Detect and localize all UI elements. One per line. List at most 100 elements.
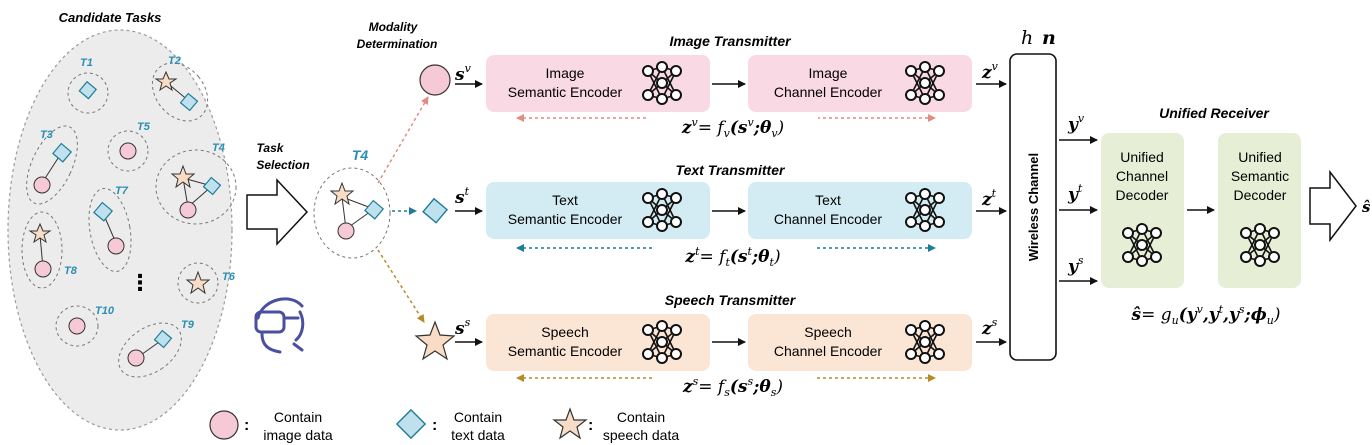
legend-text-line1: Contain [454, 409, 502, 425]
task-selection: Task Selection T4 [246, 141, 391, 354]
text-transmitter-title: Text Transmitter [676, 162, 786, 178]
speech-semantic-encoder-label-2: Semantic Encoder [508, 343, 623, 359]
star-icon [28, 222, 52, 244]
receiver-input-yv: yv [1067, 112, 1085, 135]
text-semantic-encoder-label-2: Semantic Encoder [508, 211, 623, 227]
legend-colon: : [432, 417, 437, 434]
pool-ellipse [7, 29, 233, 431]
diamond-icon [78, 80, 98, 100]
output-arrow-icon [1309, 169, 1357, 243]
legend-speech-line2: speech data [603, 427, 679, 443]
task-t9: T9 [118, 319, 195, 378]
circle-icon [337, 222, 355, 240]
task-t3: T3 [26, 125, 78, 205]
image-transmitter: Image Transmitter sv Image Semantic Enco… [454, 33, 1007, 140]
speech-channel-encoder-label-2: Channel Encoder [774, 343, 883, 359]
image-channel-encoder-label-1: Image [809, 65, 848, 81]
star-icon [329, 181, 355, 206]
modality-label-1: Modality [369, 20, 419, 34]
task-t10: T10 [55, 305, 115, 347]
selected-task-label: T4 [352, 147, 369, 163]
task-t6: T6 [177, 262, 236, 304]
unified-channel-decoder-label-3: Decoder [1116, 187, 1169, 203]
candidate-tasks-title: Candidate Tasks [59, 10, 162, 25]
legend-colon: : [244, 417, 249, 434]
selection-arrow-icon [246, 178, 309, 246]
unified-semantic-decoder [1218, 133, 1301, 288]
circle-icon [33, 176, 51, 194]
channel-h-symbol: h [1021, 27, 1033, 49]
task-label-t7: T7 [115, 185, 129, 197]
legend-speech-line1: Contain [617, 409, 665, 425]
task-selection-label-1: Task [257, 141, 285, 155]
speech-transmitter: Speech Transmitter ss Speech Semantic En… [454, 292, 1007, 399]
image-output-symbol: zv [981, 60, 999, 83]
star-icon [185, 270, 211, 295]
image-channel-encoder-label-2: Channel Encoder [774, 84, 883, 100]
task-label-t8: T8 [64, 265, 78, 277]
wireless-channel: h n Wireless Channel [1009, 27, 1057, 361]
diamond-icon [364, 199, 385, 220]
legend: : Contain image data : Contain text data… [209, 407, 679, 443]
text-modality-diamond-icon [422, 197, 449, 224]
legend-diamond-icon [395, 408, 427, 440]
unified-channel-decoder-label-1: Unified [1120, 149, 1164, 165]
vr-headset-icon [254, 297, 305, 354]
modality-determination: Modality Determination [357, 20, 456, 361]
unified-receiver-equation: ŝ= gu(yv,yt,ys;ϕu) [1130, 303, 1280, 327]
task-t4: T4 [155, 142, 237, 225]
diamond-icon [179, 92, 199, 112]
task-label-t10: T10 [95, 305, 115, 317]
diamond-icon [153, 329, 173, 349]
task-label-t6: T6 [222, 271, 236, 283]
star-icon [170, 164, 196, 189]
star-icon [154, 70, 178, 92]
receiver-input-ys: ys [1067, 254, 1084, 277]
unified-channel-decoder-label-2: Channel [1116, 168, 1168, 184]
image-transmitter-title: Image Transmitter [669, 33, 792, 49]
task-label-t5: T5 [137, 121, 151, 133]
image-modality-circle-icon [419, 64, 451, 96]
unified-semantic-decoder-label-3: Decoder [1234, 187, 1287, 203]
speech-output-symbol: zs [981, 316, 998, 339]
unified-receiver: Unified Receiver yv yt ys Unified Channe… [1059, 105, 1371, 327]
circle-icon [34, 260, 52, 278]
legend-star-icon [552, 407, 588, 440]
receiver-input-yt: yt [1067, 182, 1083, 205]
selected-task-ellipse [313, 167, 391, 259]
unified-receiver-title: Unified Receiver [1159, 105, 1270, 121]
speech-input-symbol: ss [454, 316, 471, 339]
speech-semantic-encoder-label-1: Speech [541, 324, 588, 340]
speech-modality-star-icon [414, 320, 456, 361]
task-label-t3: T3 [40, 129, 53, 141]
wireless-channel-box [1009, 53, 1057, 361]
circle-icon [179, 201, 197, 219]
task-t8: T8 [21, 211, 78, 289]
text-transmitter: Text Transmitter st Text Semantic Encode… [454, 162, 1007, 269]
unified-channel-decoder [1101, 133, 1184, 288]
diamond-icon [52, 142, 73, 163]
task-label-t4: T4 [212, 142, 225, 154]
channel-n-symbol: n [1042, 27, 1056, 49]
text-channel-encoder-label-2: Channel Encoder [774, 211, 883, 227]
circle-icon [119, 142, 137, 160]
text-semantic-encoder-label-1: Text [552, 192, 578, 208]
task-t2: T2 [151, 55, 209, 122]
more-tasks-ellipsis: ⋮ [129, 271, 151, 296]
diamond-icon [202, 176, 222, 196]
speech-transmitter-equation: zs= fs(ss;θs) [682, 375, 783, 399]
circle-icon [127, 349, 145, 367]
diamond-icon [93, 201, 114, 222]
image-input-symbol: sv [454, 62, 472, 85]
image-semantic-encoder-label-2: Semantic Encoder [508, 84, 623, 100]
legend-circle-icon [209, 410, 239, 440]
task-t1: T1 [67, 57, 109, 114]
task-label-t2: T2 [168, 55, 181, 67]
speech-transmitter-title: Speech Transmitter [665, 292, 797, 308]
text-transmitter-equation: zt= ft(st;θt) [684, 245, 780, 269]
speech-channel-encoder-label-1: Speech [804, 324, 851, 340]
image-semantic-encoder-label-1: Image [546, 65, 585, 81]
image-transmitter-equation: zv= fv(sv;θv) [681, 116, 784, 140]
unified-semantic-decoder-label-2: Semantic [1231, 168, 1289, 184]
legend-image-line2: image data [263, 427, 332, 443]
